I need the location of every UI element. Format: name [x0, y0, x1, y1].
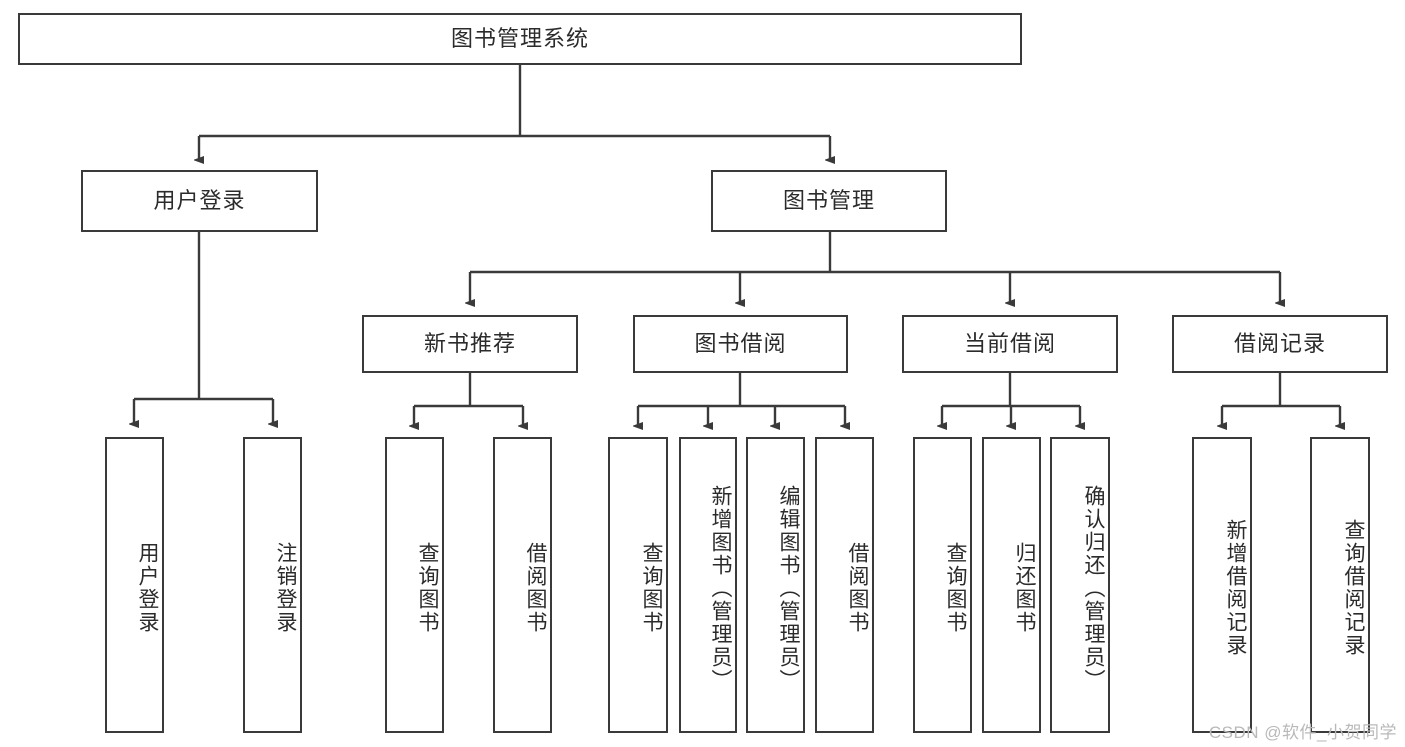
- node-label: 图书管理: [782, 187, 875, 213]
- leaf-recommend-query-book[interactable]: 查询图书: [385, 437, 444, 733]
- node-label: 查询图书: [944, 542, 967, 634]
- node-label: 当前借阅: [963, 330, 1056, 356]
- node-label: 查询图书: [640, 542, 663, 634]
- node-label: 编辑图书（管理员）: [777, 484, 800, 692]
- leaf-borrow-add-book-admin[interactable]: 新增图书（管理员）: [679, 437, 737, 733]
- node-label: 查询图书: [416, 542, 439, 634]
- node-label: 借阅记录: [1233, 330, 1326, 356]
- node-current-borrow[interactable]: 当前借阅: [902, 315, 1118, 373]
- node-user-login[interactable]: 用户登录: [81, 170, 318, 232]
- leaf-current-return-book[interactable]: 归还图书: [982, 437, 1041, 733]
- node-label: 图书管理系统: [450, 25, 589, 51]
- leaf-borrow-borrow-book[interactable]: 借阅图书: [815, 437, 874, 733]
- node-book-management[interactable]: 图书管理: [711, 170, 947, 232]
- csdn-watermark: CSDN @软件_小贺同学: [1208, 723, 1397, 742]
- leaf-record-query-record[interactable]: 查询借阅记录: [1310, 437, 1370, 733]
- node-label: 借阅图书: [846, 542, 869, 634]
- leaf-current-query-book[interactable]: 查询图书: [913, 437, 972, 733]
- node-new-book-recommend[interactable]: 新书推荐: [362, 315, 578, 373]
- node-label: 图书借阅: [694, 330, 787, 356]
- node-label: 查询借阅记录: [1342, 519, 1365, 657]
- node-label: 确认归还（管理员）: [1082, 484, 1105, 692]
- node-label: 新增图书（管理员）: [709, 484, 732, 692]
- node-borrow-record[interactable]: 借阅记录: [1172, 315, 1388, 373]
- node-label: 用户登录: [136, 542, 159, 634]
- leaf-borrow-query-book[interactable]: 查询图书: [608, 437, 668, 733]
- node-label: 新书推荐: [423, 330, 516, 356]
- node-root-system[interactable]: 图书管理系统: [18, 13, 1022, 65]
- leaf-user-login-logout[interactable]: 注销登录: [243, 437, 302, 733]
- leaf-record-add-record[interactable]: 新增借阅记录: [1192, 437, 1252, 733]
- node-label: 注销登录: [274, 542, 297, 634]
- leaf-recommend-borrow-book[interactable]: 借阅图书: [493, 437, 552, 733]
- node-label: 归还图书: [1013, 542, 1036, 634]
- leaf-current-confirm-return-admin[interactable]: 确认归还（管理员）: [1050, 437, 1110, 733]
- node-book-borrow[interactable]: 图书借阅: [633, 315, 848, 373]
- node-label: 新增借阅记录: [1224, 519, 1247, 657]
- leaf-user-login-login[interactable]: 用户登录: [105, 437, 164, 733]
- node-label: 用户登录: [153, 187, 246, 213]
- leaf-borrow-edit-book-admin[interactable]: 编辑图书（管理员）: [746, 437, 805, 733]
- node-label: 借阅图书: [524, 542, 547, 634]
